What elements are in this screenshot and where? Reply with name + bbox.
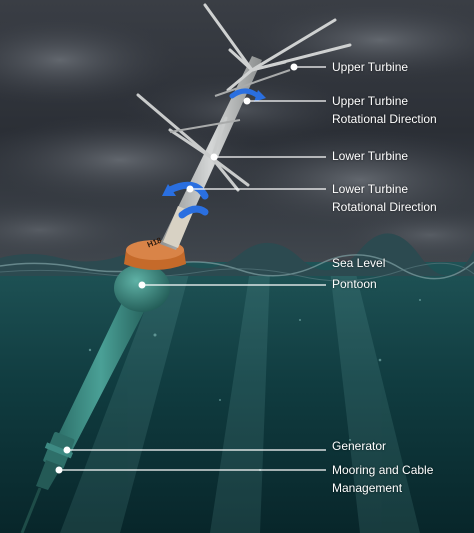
storm-clouds <box>0 0 474 263</box>
label-pontoon: Pontoon <box>332 277 377 291</box>
label-lower-turbine-rotational-direction: Lower Turbine Rotational Direction <box>332 182 437 214</box>
generator-housing <box>43 432 75 469</box>
label-mooring-and-cable-management: Mooring and Cable Management <box>332 463 434 495</box>
lower-rotation-arrow <box>162 181 209 219</box>
label-upper-turbine: Upper Turbine <box>332 60 409 74</box>
lower-turbine-blades <box>136 93 250 192</box>
upper-turbine-blades <box>203 3 352 92</box>
callout-leaders <box>59 66 326 471</box>
upper-rotation-arrow <box>229 88 266 102</box>
label-lower-turbine: Lower Turbine <box>332 149 409 163</box>
light-rays <box>60 270 420 533</box>
callout-dots <box>55 63 298 474</box>
spar-buoy <box>52 290 150 455</box>
mooring-assembly <box>20 460 62 533</box>
label-sea-level: Sea Level <box>332 256 386 270</box>
sea-surface <box>0 233 474 276</box>
wave-line <box>0 262 474 282</box>
support-struts <box>169 69 291 133</box>
label-generator: Generator <box>332 439 387 453</box>
wave-crest <box>0 254 474 280</box>
label-upper-turbine-rotational-direction: Upper Turbine Rotational Direction <box>332 94 437 126</box>
